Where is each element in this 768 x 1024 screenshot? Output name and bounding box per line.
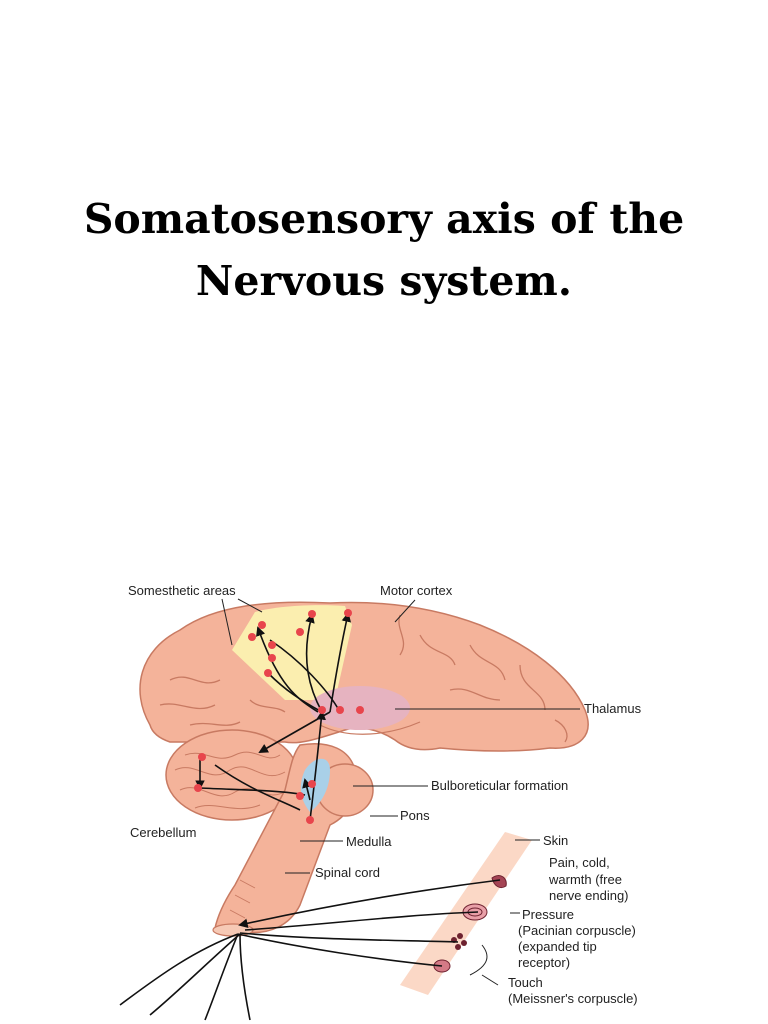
sensory-pathways: [119, 612, 501, 1021]
label-cerebellum: Cerebellum: [130, 825, 196, 840]
leader-lines: [221, 598, 580, 986]
label-pain-3: nerve ending): [549, 888, 629, 903]
label-touch-2: (Meissner's corpuscle): [508, 991, 638, 1006]
neuron-nodes: [194, 609, 364, 824]
label-pain-1: Pain, cold,: [549, 855, 610, 870]
label-bulboreticular: Bulboreticular formation: [431, 778, 568, 793]
label-medulla: Medulla: [346, 834, 392, 849]
cortex-gyri: [159, 614, 568, 743]
free-nerve-ending: [491, 875, 507, 889]
label-touch-1: Touch: [508, 975, 543, 990]
title-line-2: Nervous system.: [195, 257, 573, 305]
spinal-striations: [229, 879, 256, 919]
label-pressure-3: (expanded tip: [518, 939, 597, 954]
label-thalamus: Thalamus: [584, 701, 642, 716]
label-pain-2: warmth (free: [548, 872, 622, 887]
label-spinal-cord: Spinal cord: [315, 865, 380, 880]
label-pressure-2: (Pacinian corpuscle): [518, 923, 636, 938]
label-pons: Pons: [400, 808, 430, 823]
somatosensory-diagram: Somesthetic areas Motor cortex Thalamus …: [119, 583, 642, 1021]
page-title: Somatosensory axis of the Nervous system…: [0, 188, 768, 312]
label-skin: Skin: [543, 833, 568, 848]
label-pressure-4: receptor): [518, 955, 570, 970]
title-line-1: Somatosensory axis of the: [83, 195, 685, 243]
label-somesthetic-areas: Somesthetic areas: [128, 583, 236, 598]
label-pressure-1: Pressure: [522, 907, 574, 922]
label-motor-cortex: Motor cortex: [380, 583, 453, 598]
